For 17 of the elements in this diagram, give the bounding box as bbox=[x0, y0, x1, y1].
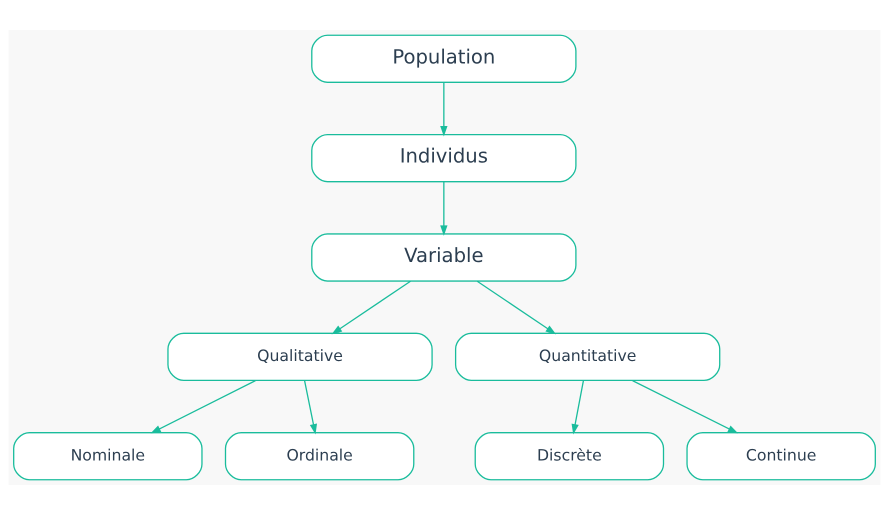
node-box: Nominale bbox=[13, 432, 203, 480]
arrow bbox=[440, 182, 448, 236]
node-box: Qualitative bbox=[167, 332, 433, 382]
node-box: Variable bbox=[311, 233, 577, 282]
arrow bbox=[572, 380, 584, 435]
node-box: Continue bbox=[686, 432, 876, 480]
arrow bbox=[476, 280, 556, 334]
arrow bbox=[150, 380, 256, 434]
node-box: Individus bbox=[311, 134, 577, 182]
node-box: Population bbox=[311, 34, 577, 83]
arrow bbox=[440, 82, 448, 136]
arrow bbox=[332, 280, 411, 334]
arrow bbox=[304, 380, 318, 435]
node-box: Ordinale bbox=[224, 432, 414, 480]
arrow bbox=[632, 380, 738, 434]
node-box: Discrète bbox=[474, 432, 664, 480]
node-box: Quantitative bbox=[454, 332, 720, 382]
